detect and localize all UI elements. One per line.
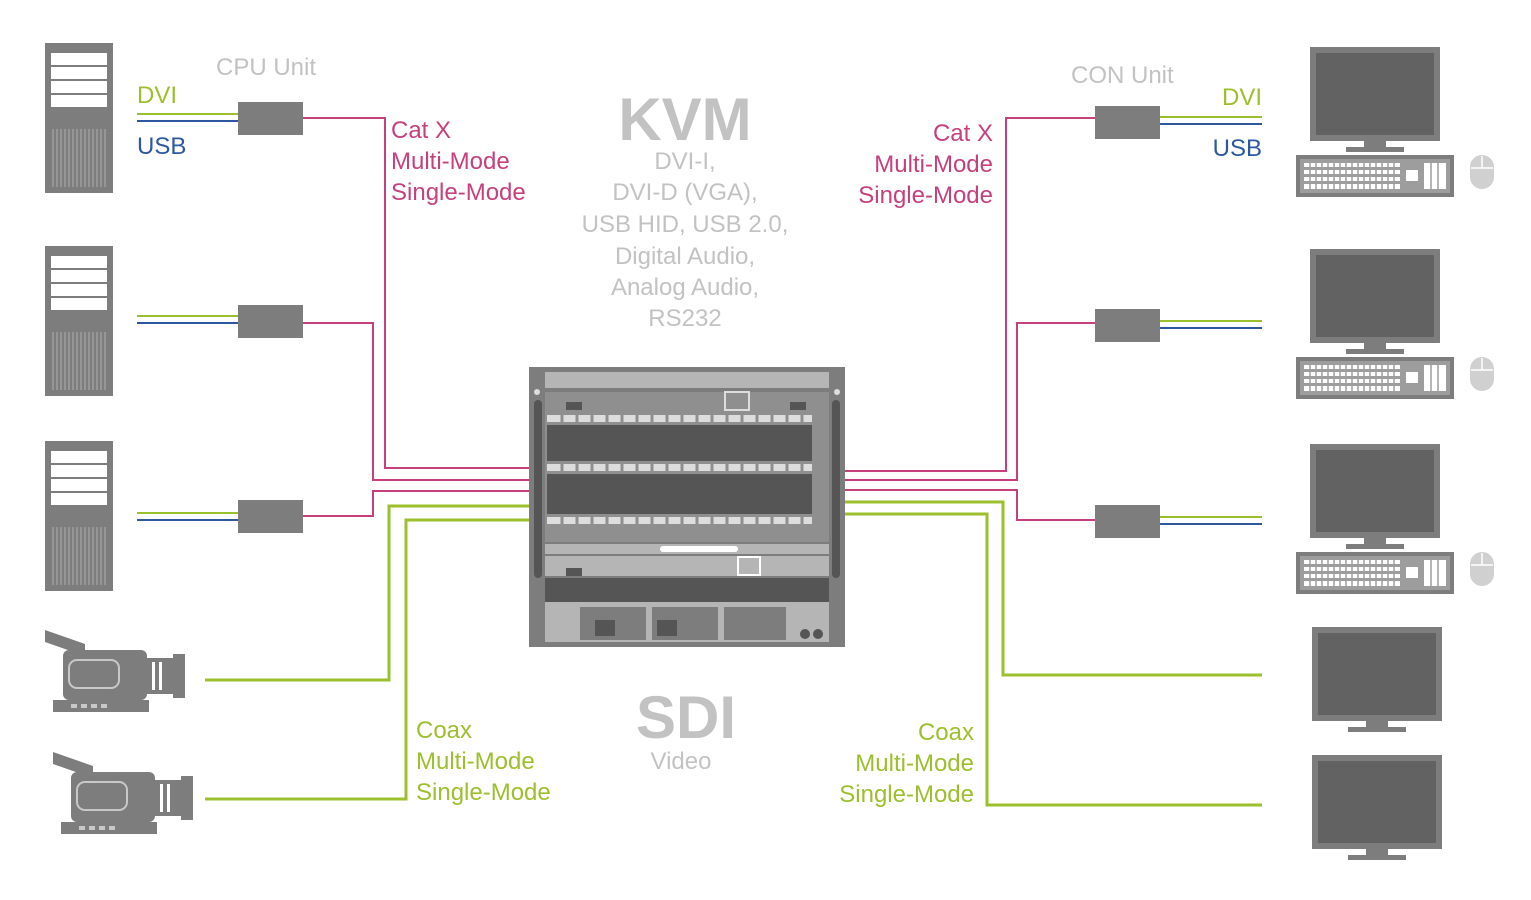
catx-right-2: Multi-Mode xyxy=(874,151,993,178)
kvm-feature-2: DVI-D (VGA), xyxy=(612,179,758,206)
catx-line-right-1 xyxy=(845,117,1095,472)
coax-line-right-2 xyxy=(845,512,1262,807)
catx-left-2: Multi-Mode xyxy=(391,148,510,175)
coax-right-2: Multi-Mode xyxy=(855,750,974,777)
monitor-icon xyxy=(1310,444,1440,549)
keyboard-icon xyxy=(1295,356,1455,400)
catx-line-right-2 xyxy=(845,322,1095,481)
dvi-label-right: DVI xyxy=(1221,84,1262,111)
kvm-feature-5: Analog Audio, xyxy=(610,274,760,301)
coax-line-left-1 xyxy=(205,504,530,682)
cpu-unit-box-1 xyxy=(238,102,303,135)
keyboard-icon xyxy=(1295,551,1455,595)
catx-line-right-3 xyxy=(845,489,1095,521)
camera-side-cables xyxy=(205,504,530,801)
catx-right-1: Cat X xyxy=(932,120,993,147)
usb-label-right: USB xyxy=(1212,135,1262,162)
kvm-feature-1: DVI-I, xyxy=(654,148,716,175)
coax-right-1: Coax xyxy=(917,719,974,746)
catx-right-3: Single-Mode xyxy=(858,182,993,209)
tower-pc-icon xyxy=(44,42,114,194)
catx-line-left-3 xyxy=(303,490,530,517)
kvm-feature-4: Digital Audio, xyxy=(614,243,756,270)
mouse-icon xyxy=(1469,154,1495,190)
coax-line-left-2 xyxy=(205,518,530,801)
mouse-icon xyxy=(1469,551,1495,587)
tower-pc-icon xyxy=(44,245,114,397)
coax-left-2: Multi-Mode xyxy=(416,748,535,775)
monitor-icon xyxy=(1310,249,1440,354)
dvi-label-left: DVI xyxy=(137,82,178,109)
sdi-subtitle: Video xyxy=(650,748,712,775)
kvm-matrix-switch-icon xyxy=(529,367,845,647)
monitor-icon xyxy=(1310,47,1440,152)
kvm-title: KVM xyxy=(618,86,752,153)
catx-line-left-1 xyxy=(303,117,530,469)
tower-pc-icon xyxy=(44,440,114,592)
video-camera-icon xyxy=(44,629,186,713)
sdi-title: SDI xyxy=(635,684,737,751)
cpu-unit-label: CPU Unit xyxy=(216,54,317,81)
con-unit-box-2 xyxy=(1095,309,1160,342)
cpu-unit-box-3 xyxy=(238,500,303,533)
coax-line-right-1 xyxy=(845,500,1262,677)
kvm-feature-3: USB HID, USB 2.0, xyxy=(581,211,789,238)
monitor-icon xyxy=(1312,627,1442,732)
coax-left-1: Coax xyxy=(416,717,473,744)
catx-line-left-2 xyxy=(303,322,530,481)
coax-left-3: Single-Mode xyxy=(416,779,551,806)
cpu-unit-box-2 xyxy=(238,305,303,338)
keyboard-icon xyxy=(1295,154,1455,198)
catx-left-1: Cat X xyxy=(391,117,452,144)
monitor-icon xyxy=(1312,755,1442,860)
con-unit-box-3 xyxy=(1095,505,1160,538)
usb-label-left: USB xyxy=(137,133,187,160)
kvm-feature-6: RS232 xyxy=(648,305,722,332)
coax-right-3: Single-Mode xyxy=(839,781,974,808)
catx-left-3: Single-Mode xyxy=(391,179,526,206)
mouse-icon xyxy=(1469,356,1495,392)
video-camera-icon xyxy=(52,751,194,835)
cpu-side-cables xyxy=(137,113,530,521)
con-unit-box-1 xyxy=(1095,106,1160,139)
con-side-cables xyxy=(845,116,1262,525)
monitor-side-cables xyxy=(845,500,1262,807)
con-unit-label: CON Unit xyxy=(1071,62,1174,89)
